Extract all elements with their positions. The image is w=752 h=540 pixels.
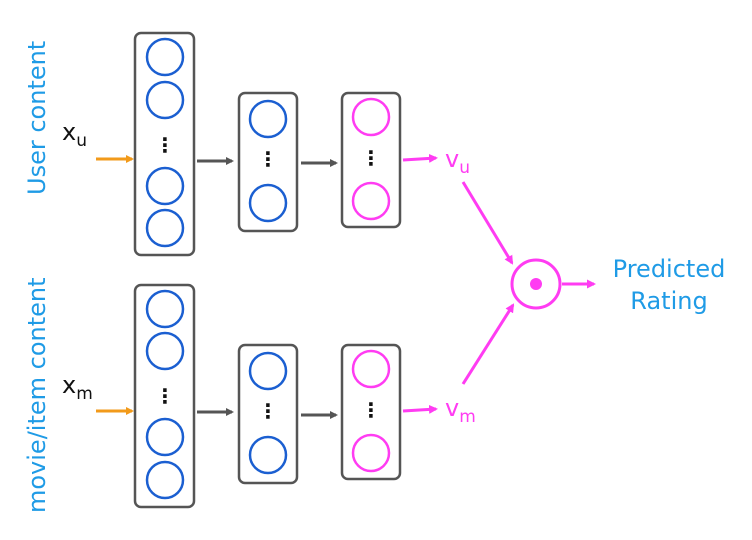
item-layer-3 xyxy=(340,343,402,481)
item-input-label: xm xyxy=(62,371,93,404)
user-l2-ellipsis: ⋮ xyxy=(258,147,278,171)
user-input-label: xu xyxy=(62,118,87,151)
predicted-rating-line2: Rating xyxy=(630,287,707,315)
user-l3-neuron-2 xyxy=(351,181,391,221)
item-l1-neuron-4 xyxy=(145,460,185,500)
item-output-arrow xyxy=(402,404,438,414)
predicted-rating-line1: Predicted xyxy=(613,255,726,283)
dot-product-icon xyxy=(510,258,562,310)
user-l1-ellipsis: ⋮ xyxy=(155,133,175,157)
user-layer-1 xyxy=(133,31,196,257)
user-output-arrow xyxy=(402,153,438,163)
user-l3-ellipsis: ⋮ xyxy=(361,146,381,170)
user-vector-label: vu xyxy=(445,145,470,178)
item-l1-ellipsis: ⋮ xyxy=(155,384,175,408)
item-l1-neuron-3 xyxy=(145,417,185,457)
user-l2-neuron-1 xyxy=(248,99,288,139)
user-l1-neuron-2 xyxy=(145,80,185,120)
user-l1-neuron-3 xyxy=(145,166,185,206)
user-l1-neuron-1 xyxy=(145,37,185,77)
item-l3-neuron-1 xyxy=(351,349,391,389)
item-tower: xm ⋮ ⋮ ⋮ vm xyxy=(62,283,476,509)
item-l3-neuron-2 xyxy=(351,433,391,473)
user-l2-neuron-2 xyxy=(248,183,288,223)
user-layer-2 xyxy=(237,91,299,233)
item-l3-ellipsis: ⋮ xyxy=(361,398,381,422)
item-l2-neuron-1 xyxy=(248,351,288,391)
item-l1-neuron-1 xyxy=(145,289,185,329)
user-l3-neuron-1 xyxy=(351,97,391,137)
user-layer-3 xyxy=(340,91,402,229)
item-l2-ellipsis: ⋮ xyxy=(258,399,278,423)
item-l2-neuron-2 xyxy=(248,435,288,475)
user-content-label: User content xyxy=(23,41,51,195)
item-vector-label: vm xyxy=(445,394,476,427)
item-layer-2 xyxy=(237,343,299,485)
user-tower: xu ⋮ ⋮ ⋮ vu xyxy=(62,31,470,257)
item-layer-1 xyxy=(133,283,196,509)
item-content-label: movie/item content xyxy=(23,277,51,513)
item-l1-neuron-2 xyxy=(145,331,185,371)
user-l1-neuron-4 xyxy=(145,208,185,248)
user-to-dot-arrow xyxy=(461,181,514,265)
item-to-dot-arrow xyxy=(461,303,515,385)
